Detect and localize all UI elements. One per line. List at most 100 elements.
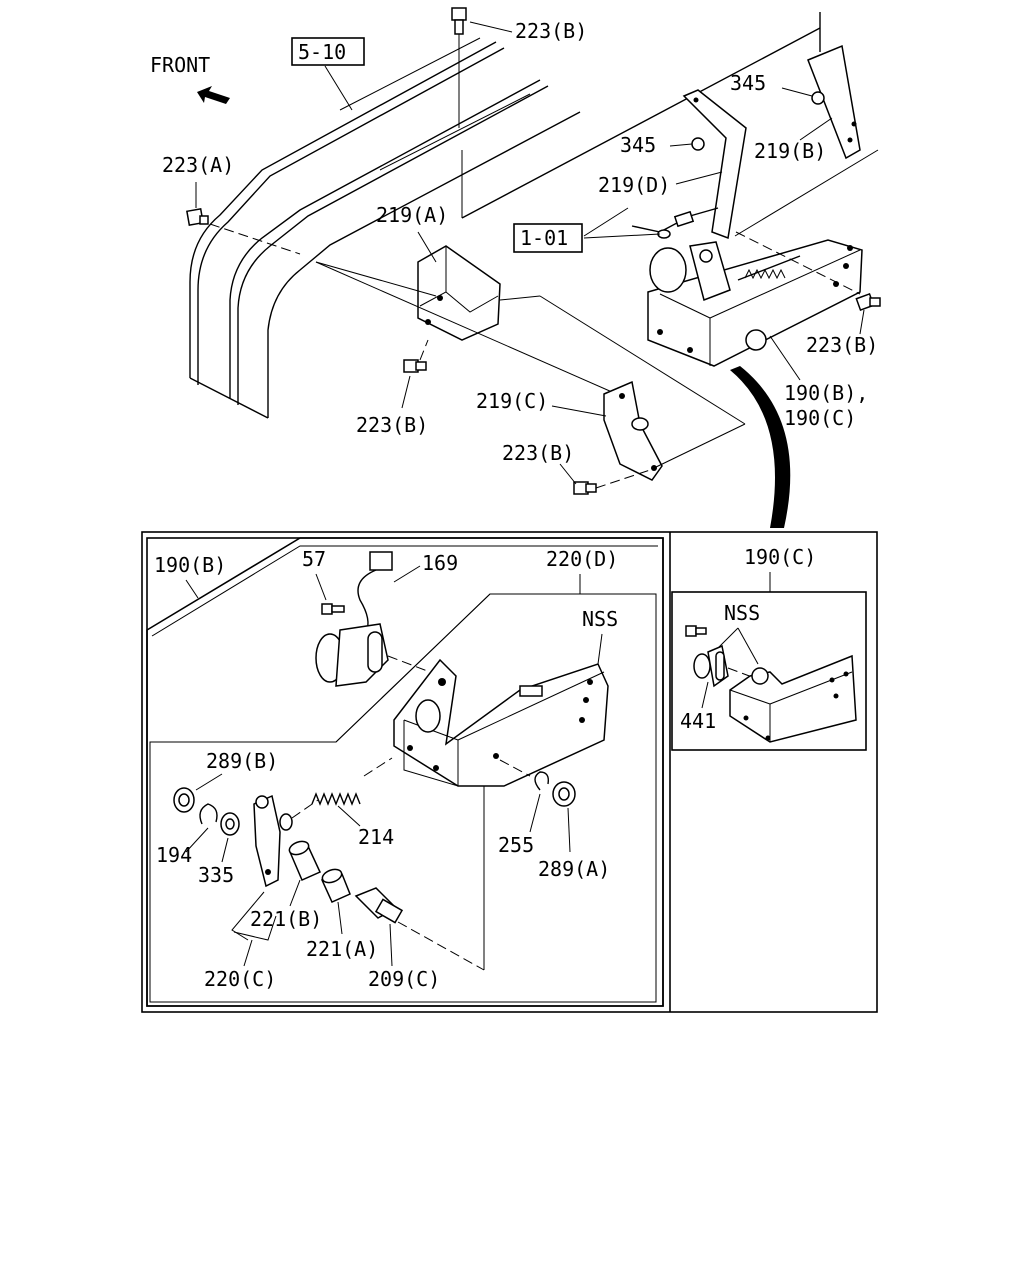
clip-194[interactable] [199,803,218,825]
nut-345-right[interactable] [811,91,825,105]
label-223a: 223(A) [162,153,234,177]
label-221a: 221(A) [306,937,378,961]
bushing-221b[interactable] [288,839,321,881]
label-219a: 219(A) [376,203,448,227]
bracket-marker-220c-b [233,915,277,941]
nut-345-mid[interactable] [691,137,705,151]
label-223b-bottom: 223(B) [502,441,574,465]
leader-209c [389,923,393,967]
label-219b: 219(B) [754,139,826,163]
bolt-209c[interactable] [354,887,404,924]
leader-335 [221,837,229,863]
leader-5-10 [324,65,353,111]
align-line-223b-bottom [595,469,651,489]
label-221b: 221(B) [250,907,322,931]
bolt-223a[interactable] [186,208,209,226]
spring-214[interactable] [311,792,361,806]
ref-box-1-01[interactable] [513,223,583,253]
bracket-219a[interactable] [417,245,501,341]
leader-190b-title [185,579,199,599]
label-220c: 220(C) [204,967,276,991]
screw-nss-c[interactable] [685,625,707,637]
label-209c: 209(C) [368,967,440,991]
detail-pointer-arrow [730,366,791,528]
cable-rod[interactable] [631,207,719,239]
align-line-169 [387,655,431,673]
position-sensor-169[interactable] [315,551,393,687]
align-line-209c [397,921,485,971]
ref-1-01-label: 1-01 [520,226,568,250]
nut-289b[interactable] [173,787,195,813]
bolt-223b-right[interactable] [855,293,881,311]
lever-220c[interactable] [253,794,293,888]
label-190bc-1: 190(B), [784,381,868,405]
detail-220d-diag [335,593,491,743]
nut-289a[interactable] [552,781,576,807]
crossmember-lower [734,149,879,237]
label-214: 214 [358,825,394,849]
detail-190c-box [671,591,867,751]
leader-289b [195,773,223,791]
screw-57[interactable] [321,603,345,615]
leader-194 [185,827,209,853]
frame-line-e [653,423,746,469]
label-220d: 220(D) [546,547,618,571]
leader-223b-bottom [559,463,577,485]
label-345-mid: 345 [620,133,656,157]
bolt-223b-top[interactable] [451,7,467,35]
label-190bc-2: 190(C) [784,406,856,430]
leader-214 [337,805,361,827]
bushing-221a[interactable] [320,867,351,903]
leader-nss-c-2 [737,627,759,665]
label-345-right: 345 [730,71,766,95]
detail-190b-title: 190(B) [154,553,226,577]
label-169: 169 [422,551,458,575]
align-line-255 [499,759,531,777]
align-line-441 [727,667,761,681]
bracket-220d[interactable] [393,658,609,787]
leader-221a [337,901,343,935]
leader-289a [567,807,571,853]
ref-box-5-10[interactable] [291,37,365,66]
detail-190b-inner-top [151,545,658,637]
front-label: FRONT [150,53,210,77]
label-335: 335 [198,863,234,887]
sensor-441[interactable] [693,644,729,688]
label-441: 441 [680,709,716,733]
cab-frame-outline [189,37,581,419]
bracket-marker-220c-a [231,891,265,941]
bracket-190c[interactable] [729,654,857,743]
leader-1-01-b [583,233,661,239]
label-57: 57 [302,547,326,571]
align-line-219a-1 [315,261,437,297]
leader-255 [529,793,541,833]
bracket-219b[interactable] [807,44,861,160]
leader-220c [243,939,253,967]
label-223b-left: 223(B) [356,413,428,437]
label-nss-c: NSS [724,601,760,625]
leader-345-mid [669,143,693,147]
bolt-223b-left[interactable] [403,359,427,373]
washer-335[interactable] [220,812,240,836]
bracket-219d[interactable] [682,89,747,240]
bolt-223b-bottom[interactable] [573,481,597,495]
frame-line-c [499,295,541,301]
frame-line-d [539,295,746,425]
crossmember-line [461,27,821,219]
leader-221b [289,879,301,907]
leader-223b-right [859,309,865,335]
clip-255[interactable] [534,771,550,791]
sensor-bracket-assembly-190b[interactable] [647,239,863,367]
label-223b-top: 223(B) [515,19,587,43]
front-arrow-icon [197,86,230,104]
align-line-1 [735,231,861,295]
leader-219b [799,117,833,141]
label-nss-b: NSS [582,607,618,631]
leader-169 [393,565,421,583]
detail-190c-title: 190(C) [744,545,816,569]
bracket-219c[interactable] [603,380,663,481]
label-219c: 219(C) [476,389,548,413]
leader-1-01-a [583,207,629,237]
